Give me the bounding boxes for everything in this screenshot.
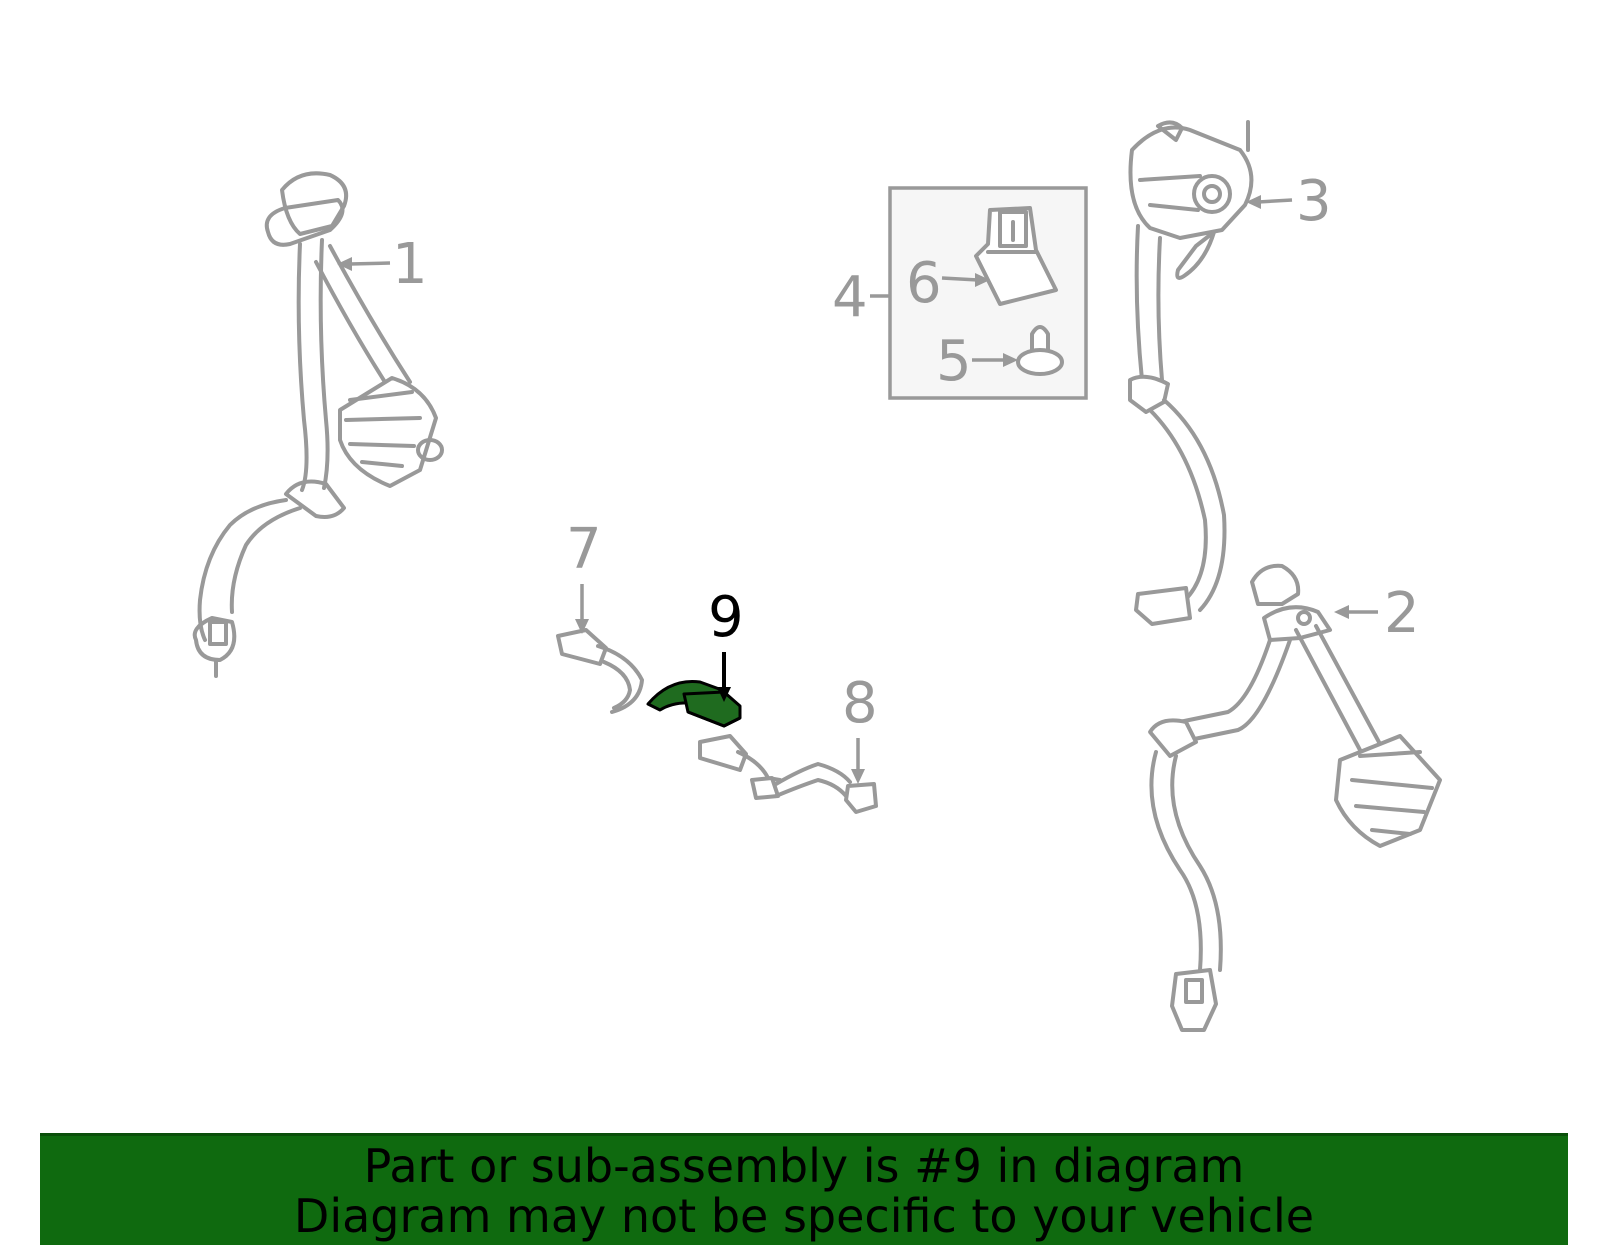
callout-1: 1: [337, 232, 428, 297]
seat-belt-assembly-right-lower: [1148, 563, 1442, 1032]
callout-label-7: 7: [566, 517, 602, 582]
part-info-banner: Part or sub-assembly is #9 in diagram Di…: [40, 1133, 1568, 1245]
callout-label-2: 2: [1384, 581, 1420, 646]
part-6-buckle: [974, 206, 1058, 306]
callout-8: 8: [842, 671, 878, 784]
callout-2: 2: [1334, 581, 1420, 646]
callout-label-6: 6: [906, 251, 942, 316]
callout-label-8: 8: [842, 671, 878, 736]
part-7-strap: [556, 628, 644, 714]
part-8-strap: [698, 734, 878, 814]
callout-label-4: 4: [832, 265, 868, 330]
banner-line-part: Part or sub-assembly is #9 in diagram: [363, 1138, 1245, 1193]
callout-3: 3: [1246, 169, 1332, 234]
callout-9: 9: [708, 585, 744, 702]
callout-label-5: 5: [936, 329, 972, 394]
callout-label-1: 1: [392, 232, 428, 297]
callout-4: 4: [832, 265, 890, 330]
callout-label-3: 3: [1296, 169, 1332, 234]
seat-belt-assembly-right-upper: [1128, 120, 1254, 626]
callout-7: 7: [566, 517, 602, 634]
banner-line-disclaimer: Diagram may not be specific to your vehi…: [293, 1188, 1315, 1243]
sub-assembly-box: [888, 186, 1088, 400]
callout-5: 5: [936, 329, 1018, 394]
callout-label-9: 9: [708, 585, 744, 650]
callout-6: 6: [906, 251, 990, 316]
part-5-clip: [1016, 325, 1064, 376]
seat-belt-assembly-left: [192, 171, 444, 678]
